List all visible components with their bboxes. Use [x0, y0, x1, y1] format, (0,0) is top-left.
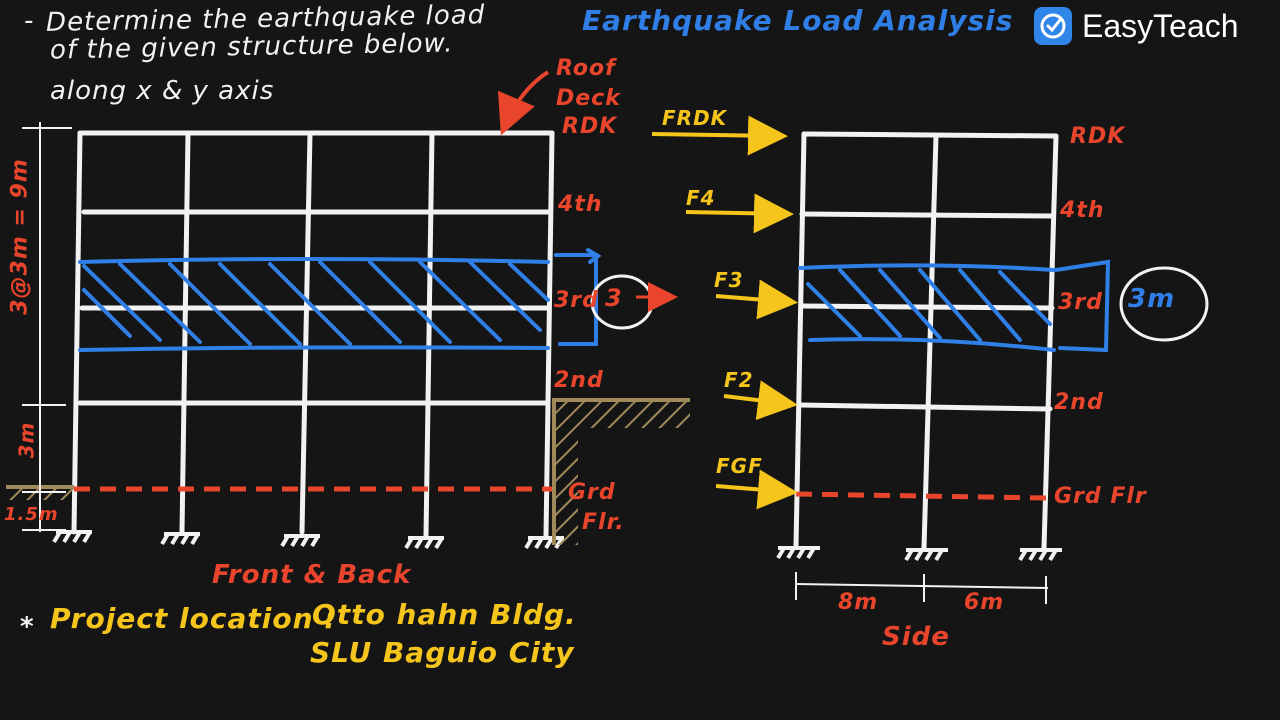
front-level-3rd: 3rd: [554, 288, 599, 313]
roof-note-1: Roof: [556, 56, 616, 81]
side-dimension-line: [795, 572, 1049, 604]
force-label-grd: FGF: [716, 454, 763, 478]
front-story-highlight: [78, 248, 602, 352]
force-label-roof: FRDK: [662, 106, 728, 130]
page-title: Earthquake Load Analysis: [582, 4, 1014, 37]
side-level-grd: Grd Flr: [1054, 484, 1147, 509]
front-level-grd: Grd: [568, 480, 616, 505]
project-star: *: [20, 612, 35, 642]
front-frame: [71, 130, 555, 539]
front-dim-basement: 1.5m: [4, 504, 59, 525]
roof-note-3: RDK: [562, 114, 618, 139]
easyteach-logo-icon: [1034, 7, 1072, 45]
brand-name: EasyTeach: [1082, 7, 1239, 44]
front-level-4th: 4th: [558, 192, 603, 217]
front-dim-upper: 3@3m = 9m: [7, 158, 33, 315]
front-dim-lower: 3m: [14, 421, 39, 459]
side-story-highlight: [798, 259, 1111, 353]
front-level-2nd: 2nd: [554, 368, 604, 393]
force-label-3: F3: [714, 268, 744, 292]
front-level-flr: Flr.: [582, 510, 625, 535]
project-line-1: Otto hahn Bldg.: [312, 598, 577, 631]
roof-note-2: Deck: [556, 86, 621, 111]
project-line-2: SLU Baguio City: [310, 636, 575, 669]
side-supports: [776, 546, 1062, 562]
front-caption: Front & Back: [212, 560, 412, 590]
project-label: Project location :: [50, 602, 337, 635]
front-soil-right: [552, 398, 690, 545]
side-caption: Side: [882, 622, 950, 652]
side-level-rdk: RDK: [1070, 124, 1126, 149]
problem-line-3: along x & y axis: [50, 76, 275, 106]
roof-deck-arrow: [497, 70, 550, 136]
problem-bullet: -: [24, 6, 35, 36]
front-circled-value: 3: [605, 284, 623, 312]
side-bay-2: 6m: [964, 590, 1005, 615]
front-supports: [52, 530, 564, 550]
force-label-4: F4: [686, 186, 716, 210]
side-bay-1: 8m: [838, 590, 879, 615]
front-dimension-lines: [22, 122, 72, 532]
force-arrows: [651, 115, 798, 510]
brand-badge: EasyTeach: [1034, 6, 1239, 46]
side-circled-annotation: [1119, 266, 1209, 342]
side-level-3rd: 3rd: [1058, 290, 1103, 315]
side-level-2nd: 2nd: [1054, 390, 1104, 415]
side-ground-line: [795, 491, 1047, 501]
side-level-4th: 4th: [1060, 198, 1105, 223]
side-circled-value: 3m: [1128, 284, 1176, 314]
force-label-2: F2: [724, 368, 754, 392]
